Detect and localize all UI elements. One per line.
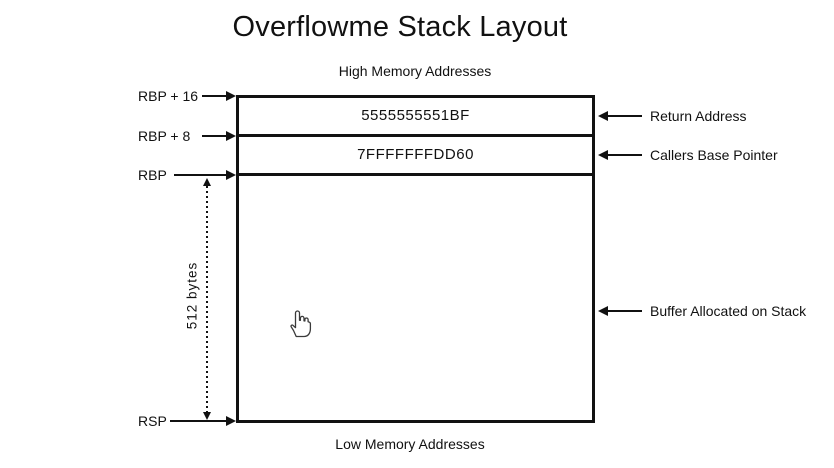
callers-base-pointer-arrow-line <box>606 154 642 156</box>
rbp-arrow-line <box>174 174 230 176</box>
rbp16-arrowhead-icon <box>226 91 236 101</box>
stack-divider-return <box>239 134 592 137</box>
high-memory-label: High Memory Addresses <box>338 63 492 79</box>
buffer-annotation: Buffer Allocated on Stack <box>650 303 807 319</box>
measure-arrowhead-down-icon <box>203 412 211 420</box>
measure-arrowhead-up-icon <box>203 178 211 186</box>
measure-dotted-line <box>206 186 208 412</box>
return-address-value: 5555555551BF <box>361 107 470 124</box>
pointer-label-rsp: RSP <box>138 413 167 429</box>
rsp-arrow-line <box>170 420 230 422</box>
pointer-label-rbp16: RBP + 16 <box>138 88 199 104</box>
page-title: Overflowme Stack Layout <box>232 11 568 43</box>
pointer-label-rbp8: RBP + 8 <box>138 128 191 144</box>
pointer-label-rbp: RBP <box>138 167 167 183</box>
return-address-arrowhead-icon <box>598 111 608 121</box>
stack-divider-rbp <box>239 173 592 176</box>
rbp16-arrow-line <box>202 95 230 97</box>
callers-base-pointer-arrowhead-icon <box>598 150 608 160</box>
rbp-arrowhead-icon <box>226 170 236 180</box>
rsp-arrowhead-icon <box>226 416 236 426</box>
buffer-arrow-line <box>606 310 642 312</box>
hand-pointer-icon <box>290 310 312 338</box>
callers-base-pointer-value: 7FFFFFFFDD60 <box>357 146 474 163</box>
low-memory-label: Low Memory Addresses <box>335 436 485 452</box>
rbp8-arrowhead-icon <box>226 131 236 141</box>
rbp8-arrow-line <box>202 135 230 137</box>
buffer-cell <box>239 176 592 420</box>
stack-box <box>236 95 595 423</box>
callers-base-pointer-annotation: Callers Base Pointer <box>650 147 778 163</box>
return-address-annotation: Return Address <box>650 108 747 124</box>
buffer-arrowhead-icon <box>598 306 608 316</box>
return-address-arrow-line <box>606 115 642 117</box>
buffer-size-label: 512 bytes <box>184 261 200 330</box>
